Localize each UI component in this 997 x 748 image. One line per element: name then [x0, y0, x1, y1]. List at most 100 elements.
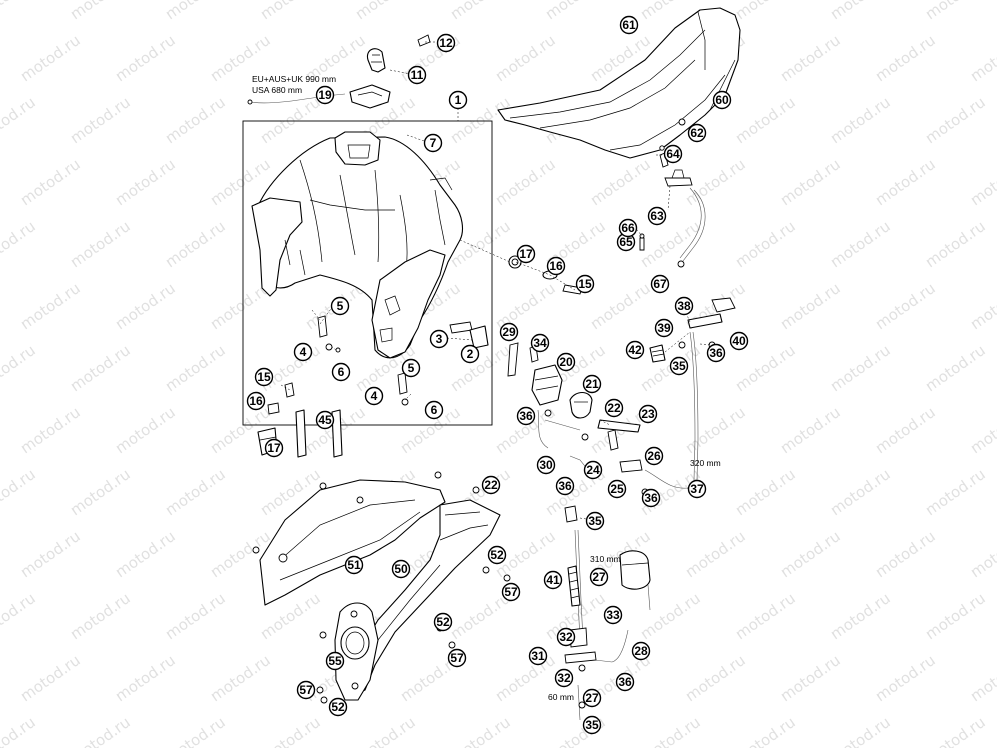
callout-50: 50 [391, 559, 411, 579]
watermark-text: motod.ru [922, 93, 989, 147]
callout-55: 55 [325, 651, 345, 671]
svg-text:42: 42 [628, 343, 642, 357]
reservoir-tank [619, 550, 651, 590]
callout-57c: 57 [296, 680, 316, 700]
svg-text:6: 6 [431, 403, 438, 417]
svg-text:37: 37 [690, 482, 704, 496]
callout-3: 3 [429, 329, 449, 349]
svg-text:28: 28 [634, 644, 648, 658]
watermark-text: motod.ru [682, 651, 749, 705]
svg-text:22: 22 [607, 401, 621, 415]
watermark-text: motod.ru [67, 341, 134, 395]
callout-36c: 36 [641, 488, 661, 508]
watermark-text: motod.ru [67, 217, 134, 271]
svg-text:4: 4 [300, 345, 307, 359]
callout-37: 37 [687, 479, 707, 499]
callout-35c: 35 [582, 715, 602, 735]
callout-22a: 22 [604, 398, 624, 418]
watermark-text: motod.ru [682, 155, 749, 209]
watermark-text: motod.ru [967, 651, 997, 705]
watermark-text: motod.ru [967, 155, 997, 209]
watermark-text: motod.ru [777, 155, 844, 209]
watermark-text: motod.ru [447, 0, 514, 23]
watermark-text: motod.ru [257, 713, 324, 748]
svg-text:35: 35 [585, 718, 599, 732]
svg-text:63: 63 [650, 209, 664, 223]
callout-33: 33 [603, 605, 623, 625]
watermark-text: motod.ru [17, 527, 84, 581]
watermark-text: motod.ru [827, 0, 894, 23]
svg-text:41: 41 [546, 573, 560, 587]
callout-52c: 52 [328, 697, 348, 717]
watermark-text: motod.ru [777, 31, 844, 85]
callout-17b: 17 [516, 244, 536, 264]
watermark-text: motod.ru [637, 217, 704, 271]
watermark-text: motod.ru [872, 651, 939, 705]
dimension-labels: EU+AUS+UK 990 mm USA 680 mm 320 mm 310 m… [252, 74, 721, 702]
callout-27b: 27 [582, 688, 602, 708]
svg-text:22: 22 [484, 478, 498, 492]
watermark-text: motod.ru [542, 0, 609, 23]
svg-text:5: 5 [408, 361, 415, 375]
svg-text:55: 55 [328, 654, 342, 668]
svg-text:39: 39 [657, 321, 671, 335]
watermark-text: motod.ru [162, 93, 229, 147]
svg-text:38: 38 [677, 299, 691, 313]
callout-60: 60 [712, 90, 732, 110]
svg-text:36: 36 [558, 479, 572, 493]
svg-text:57: 57 [504, 585, 518, 599]
svg-text:12: 12 [439, 36, 453, 50]
svg-text:30: 30 [539, 458, 553, 472]
watermark-text: motod.ru [17, 403, 84, 457]
watermark-text: motod.ru [112, 527, 179, 581]
watermark-text: motod.ru [112, 403, 179, 457]
callout-24: 24 [583, 460, 603, 480]
callout-40: 40 [729, 331, 749, 351]
watermark-text: motod.ru [112, 651, 179, 705]
watermark-text: motod.ru [162, 713, 229, 748]
watermark-text: motod.ru [637, 713, 704, 748]
svg-text:6: 6 [338, 365, 345, 379]
callout-12: 12 [436, 33, 456, 53]
watermark-text: motod.ru [0, 93, 39, 147]
svg-text:52: 52 [436, 615, 450, 629]
svg-text:57: 57 [299, 683, 313, 697]
callout-15a: 15 [254, 367, 274, 387]
watermark-text: motod.ru [352, 0, 419, 23]
callout-11: 11 [407, 65, 427, 85]
watermark-text: motod.ru [827, 713, 894, 748]
watermark-text: motod.ru [967, 31, 997, 85]
svg-text:24: 24 [586, 463, 600, 477]
callout-63: 63 [647, 206, 667, 226]
svg-text:31: 31 [531, 649, 545, 663]
callout-67: 67 [650, 274, 670, 294]
watermark-text: motod.ru [352, 713, 419, 748]
svg-text:35: 35 [588, 514, 602, 528]
breather-hose-group [649, 297, 736, 481]
callout-65: 65 [616, 232, 636, 252]
watermark-text: motod.ru [67, 589, 134, 643]
callout-45: 45 [315, 410, 335, 430]
svg-text:52: 52 [331, 700, 345, 714]
callout-26: 26 [644, 446, 664, 466]
watermark-text: motod.ru [872, 527, 939, 581]
watermark-text: motod.ru [112, 155, 179, 209]
callout-6b: 6 [424, 400, 444, 420]
callout-36e: 36 [615, 672, 635, 692]
svg-text:21: 21 [585, 377, 599, 391]
callout-32b: 32 [554, 668, 574, 688]
watermark-text: motod.ru [0, 713, 39, 748]
svg-text:16: 16 [249, 394, 263, 408]
hose-27-length-lower: 60 mm [548, 692, 574, 702]
hose-27-length-upper: 310 mm [590, 554, 621, 564]
watermark-text: motod.ru [922, 217, 989, 271]
svg-text:36: 36 [519, 409, 533, 423]
svg-text:36: 36 [618, 675, 632, 689]
svg-text:33: 33 [606, 608, 620, 622]
watermark-text: motod.ru [492, 31, 559, 85]
watermark-text: motod.ru [922, 0, 989, 23]
callout-66: 66 [618, 218, 638, 238]
callout-4b: 4 [364, 386, 384, 406]
callout-21: 21 [582, 374, 602, 394]
